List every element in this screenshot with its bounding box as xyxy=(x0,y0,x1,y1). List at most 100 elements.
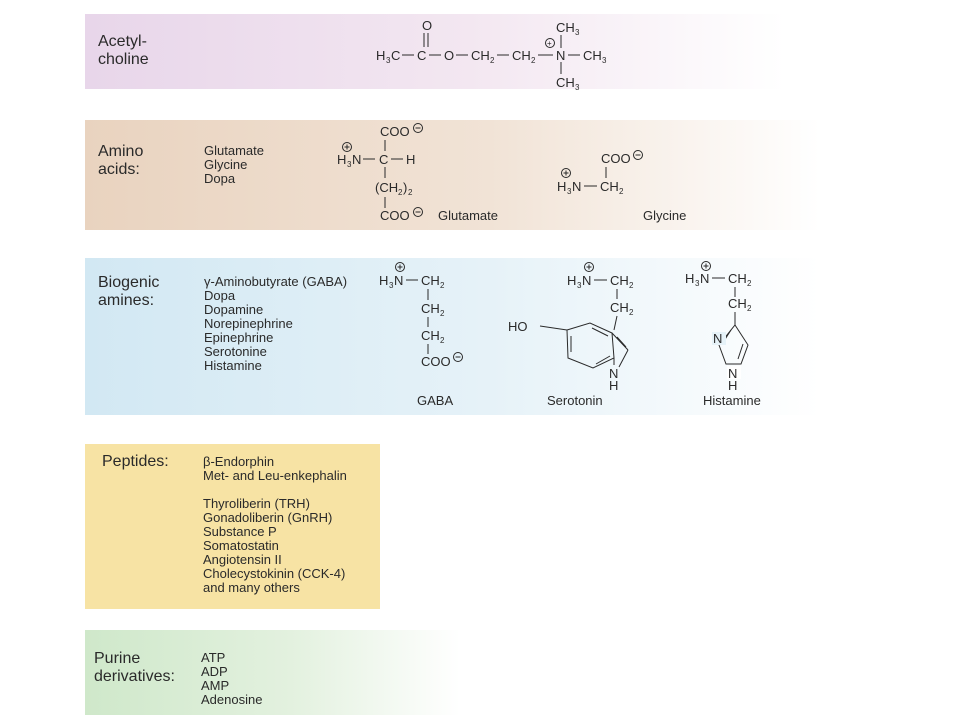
list-item: Adenosine xyxy=(201,692,263,707)
svg-text:CH: CH xyxy=(421,328,440,343)
biogenic-amines-list: γ-Aminobutyrate (GABA) Dopa Dopamine Nor… xyxy=(204,275,347,373)
svg-text:CH: CH xyxy=(556,75,575,90)
list-item: Norepinephrine xyxy=(204,316,293,331)
svg-text:N: N xyxy=(609,366,618,381)
svg-text:N: N xyxy=(556,48,565,63)
list-item: AMP xyxy=(201,678,230,693)
amino-acids-label-line-2: acids: xyxy=(98,161,140,178)
svg-text:3: 3 xyxy=(347,160,352,169)
svg-text:CH: CH xyxy=(728,296,747,311)
amino-acids-label: Amino acids: xyxy=(98,143,143,179)
glutamate-caption: Glutamate xyxy=(438,208,498,223)
svg-text:COO: COO xyxy=(380,124,410,139)
svg-text:C: C xyxy=(391,48,400,63)
svg-text:N: N xyxy=(572,179,581,194)
svg-text:N: N xyxy=(352,152,361,167)
svg-text:2: 2 xyxy=(629,308,634,317)
list-item: Somatostatin xyxy=(203,538,279,553)
acetylcholine-label-line-2: choline xyxy=(98,51,149,68)
glycine-caption: Glycine xyxy=(643,208,686,223)
svg-text:COO: COO xyxy=(601,151,631,166)
svg-text:CH: CH xyxy=(728,271,747,286)
svg-text:O: O xyxy=(444,48,454,63)
svg-text:H: H xyxy=(567,273,576,288)
svg-text:CH: CH xyxy=(610,300,629,315)
amino-acids-list: Glutamate Glycine Dopa xyxy=(204,144,264,186)
svg-text:CH: CH xyxy=(421,273,440,288)
acetylcholine-band xyxy=(85,14,785,89)
list-item: Gonadoliberin (GnRH) xyxy=(203,510,333,525)
biogenic-amines-label-line-2: amines: xyxy=(98,292,155,309)
acetylcholine-label: Acetyl- choline xyxy=(98,33,149,69)
svg-text:N: N xyxy=(700,271,709,286)
svg-text:3: 3 xyxy=(575,83,580,92)
biogenic-amines-band xyxy=(85,258,820,415)
list-item: Substance P xyxy=(203,524,277,539)
biogenic-amines-label-line-1: Biogenic xyxy=(98,274,160,291)
svg-text:H: H xyxy=(609,378,618,393)
svg-text:CH: CH xyxy=(421,301,440,316)
list-item: ADP xyxy=(201,664,228,679)
svg-text:3: 3 xyxy=(567,187,572,196)
svg-text:2: 2 xyxy=(619,187,624,196)
svg-text:N: N xyxy=(394,273,403,288)
svg-text:2: 2 xyxy=(440,309,445,318)
svg-text:3: 3 xyxy=(386,56,391,65)
serotonin-caption: Serotonin xyxy=(547,393,603,408)
svg-text:C: C xyxy=(417,48,426,63)
svg-text:H: H xyxy=(557,179,566,194)
svg-text:CH: CH xyxy=(600,179,619,194)
histamine-caption: Histamine xyxy=(703,393,761,408)
svg-text:CH: CH xyxy=(610,273,629,288)
svg-text:): ) xyxy=(403,180,407,195)
list-item: ATP xyxy=(201,650,226,665)
svg-text:N: N xyxy=(582,273,591,288)
peptides-label: Peptides: xyxy=(102,453,169,470)
list-item: and many others xyxy=(203,580,300,595)
svg-text:2: 2 xyxy=(747,279,752,288)
acetylcholine-label-line-1: Acetyl- xyxy=(98,33,147,50)
svg-text:2: 2 xyxy=(398,188,403,197)
purine-list: ATP ADP AMP Adenosine xyxy=(201,651,262,707)
svg-text:CH: CH xyxy=(583,48,602,63)
svg-text:COO: COO xyxy=(421,354,451,369)
svg-text:2: 2 xyxy=(440,336,445,345)
purine-label-line-1: Purine xyxy=(94,650,141,667)
svg-text:H: H xyxy=(728,378,737,393)
svg-text:H: H xyxy=(337,152,346,167)
svg-text:N: N xyxy=(713,331,722,346)
amino-acids-label-line-1: Amino xyxy=(98,143,144,160)
list-item: Thyroliberin (TRH) xyxy=(203,496,310,511)
list-item: Cholecystokinin (CCK-4) xyxy=(203,566,346,581)
list-item: Dopa xyxy=(204,171,236,186)
list-item: γ-Aminobutyrate (GABA) xyxy=(204,274,348,289)
biogenic-amines-label: Biogenic amines: xyxy=(98,274,159,310)
purine-band xyxy=(85,630,460,715)
svg-text:H: H xyxy=(406,152,415,167)
svg-text:COO: COO xyxy=(380,208,410,223)
svg-text:(CH: (CH xyxy=(375,180,398,195)
list-item: Angiotensin II xyxy=(203,552,282,567)
svg-text:+: + xyxy=(547,39,552,48)
svg-text:H: H xyxy=(376,48,385,63)
purine-label-line-2: derivatives: xyxy=(94,668,175,685)
svg-text:2: 2 xyxy=(531,56,536,65)
list-item: β-Endorphin xyxy=(203,454,275,469)
svg-text:H: H xyxy=(379,273,388,288)
list-item: Dopamine xyxy=(204,302,264,317)
list-item: Glycine xyxy=(204,157,248,172)
svg-text:N: N xyxy=(728,366,737,381)
list-item: Dopa xyxy=(204,288,236,303)
svg-text:CH: CH xyxy=(512,48,531,63)
svg-text:2: 2 xyxy=(440,281,445,290)
svg-text:O: O xyxy=(422,18,432,33)
svg-text:H: H xyxy=(685,271,694,286)
list-item: Met- and Leu-enkephalin xyxy=(203,468,347,483)
gaba-caption: GABA xyxy=(417,393,453,408)
